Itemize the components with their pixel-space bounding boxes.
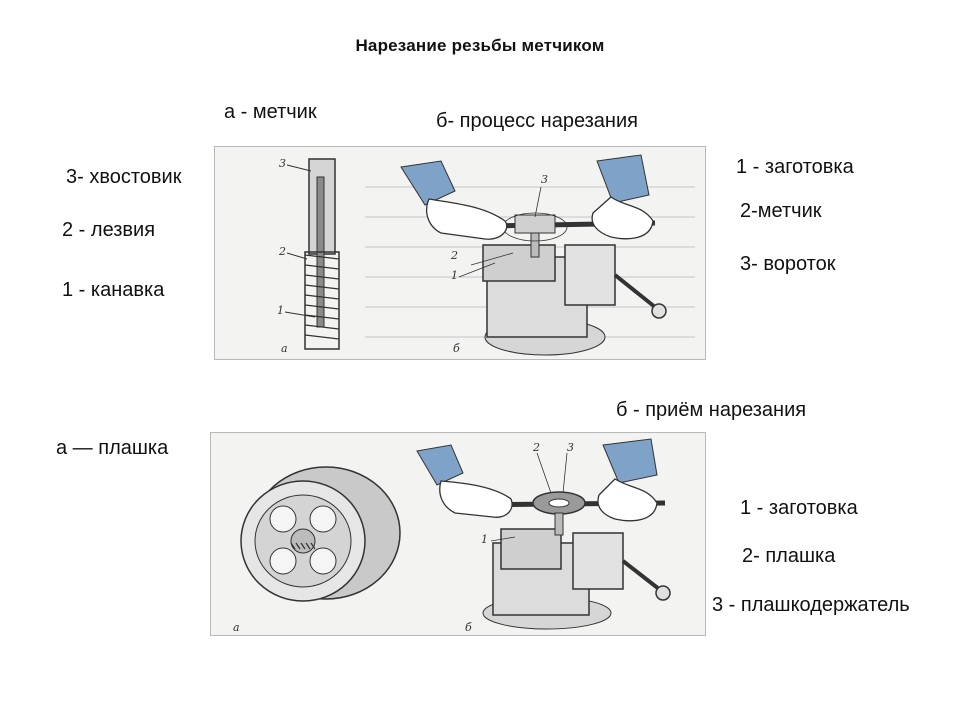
- tap-legend-blades: 2 - лезвия: [62, 219, 156, 241]
- tap-illustration: 3 2 1 а б: [277, 154, 695, 356]
- tap-mark-1: 1: [277, 304, 284, 317]
- die-legend-die-holder: 3 - плашкодержатель: [712, 594, 910, 616]
- tap-sub-a: а: [281, 342, 288, 355]
- process-mark-3: 3: [541, 173, 548, 186]
- die-illustration: а б 2 3: [233, 438, 671, 634]
- process-mark-1: 1: [451, 269, 458, 282]
- process-legend-tap: 2-метчик: [740, 200, 822, 222]
- right-hand-drawing: [591, 154, 654, 240]
- tap-illustration-panel: 3 2 1 а б: [214, 146, 706, 360]
- tap-legend-shank: 3- хвостовик: [66, 166, 182, 188]
- die-left-hand-drawing: [416, 444, 513, 518]
- vise-drawing: [482, 244, 667, 356]
- die-sub-a: а: [233, 621, 240, 634]
- die-right-hand-drawing: [597, 438, 658, 522]
- page-title: Нарезание резьбы метчиком: [355, 36, 605, 55]
- bottom-label-a-die: а — плашка: [56, 437, 169, 459]
- die-legend-die: 2- плашка: [742, 545, 836, 567]
- top-label-a-tap: а - метчик: [224, 101, 317, 123]
- die-process-mark-3: 3: [567, 441, 574, 454]
- die-drawing: [240, 466, 401, 602]
- die-process-mark-1: 1: [481, 533, 488, 546]
- process-mark-2: 2: [450, 249, 458, 262]
- die-legend-workpiece: 1 - заготовка: [740, 497, 858, 519]
- die-process-mark-2: 2: [532, 441, 540, 454]
- bottom-label-b-technique: б - приём нарезания: [616, 399, 807, 421]
- process-legend-wrench: 3- вороток: [740, 253, 836, 275]
- process-legend-workpiece: 1 - заготовка: [736, 156, 854, 178]
- process-sub-b: б: [453, 342, 460, 355]
- die-process-sub-b: б: [465, 621, 472, 634]
- tap-legend-flute: 1 - канавка: [62, 279, 165, 301]
- tap-mark-2: 2: [278, 245, 286, 258]
- tap-drawing: [284, 158, 340, 350]
- die-illustration-panel: а б 2 3: [210, 432, 706, 636]
- tap-mark-3: 3: [279, 157, 286, 170]
- top-label-b-process: б- процесс нарезания: [436, 110, 638, 132]
- die-vise-drawing: [482, 528, 671, 630]
- left-hand-drawing: [400, 160, 508, 240]
